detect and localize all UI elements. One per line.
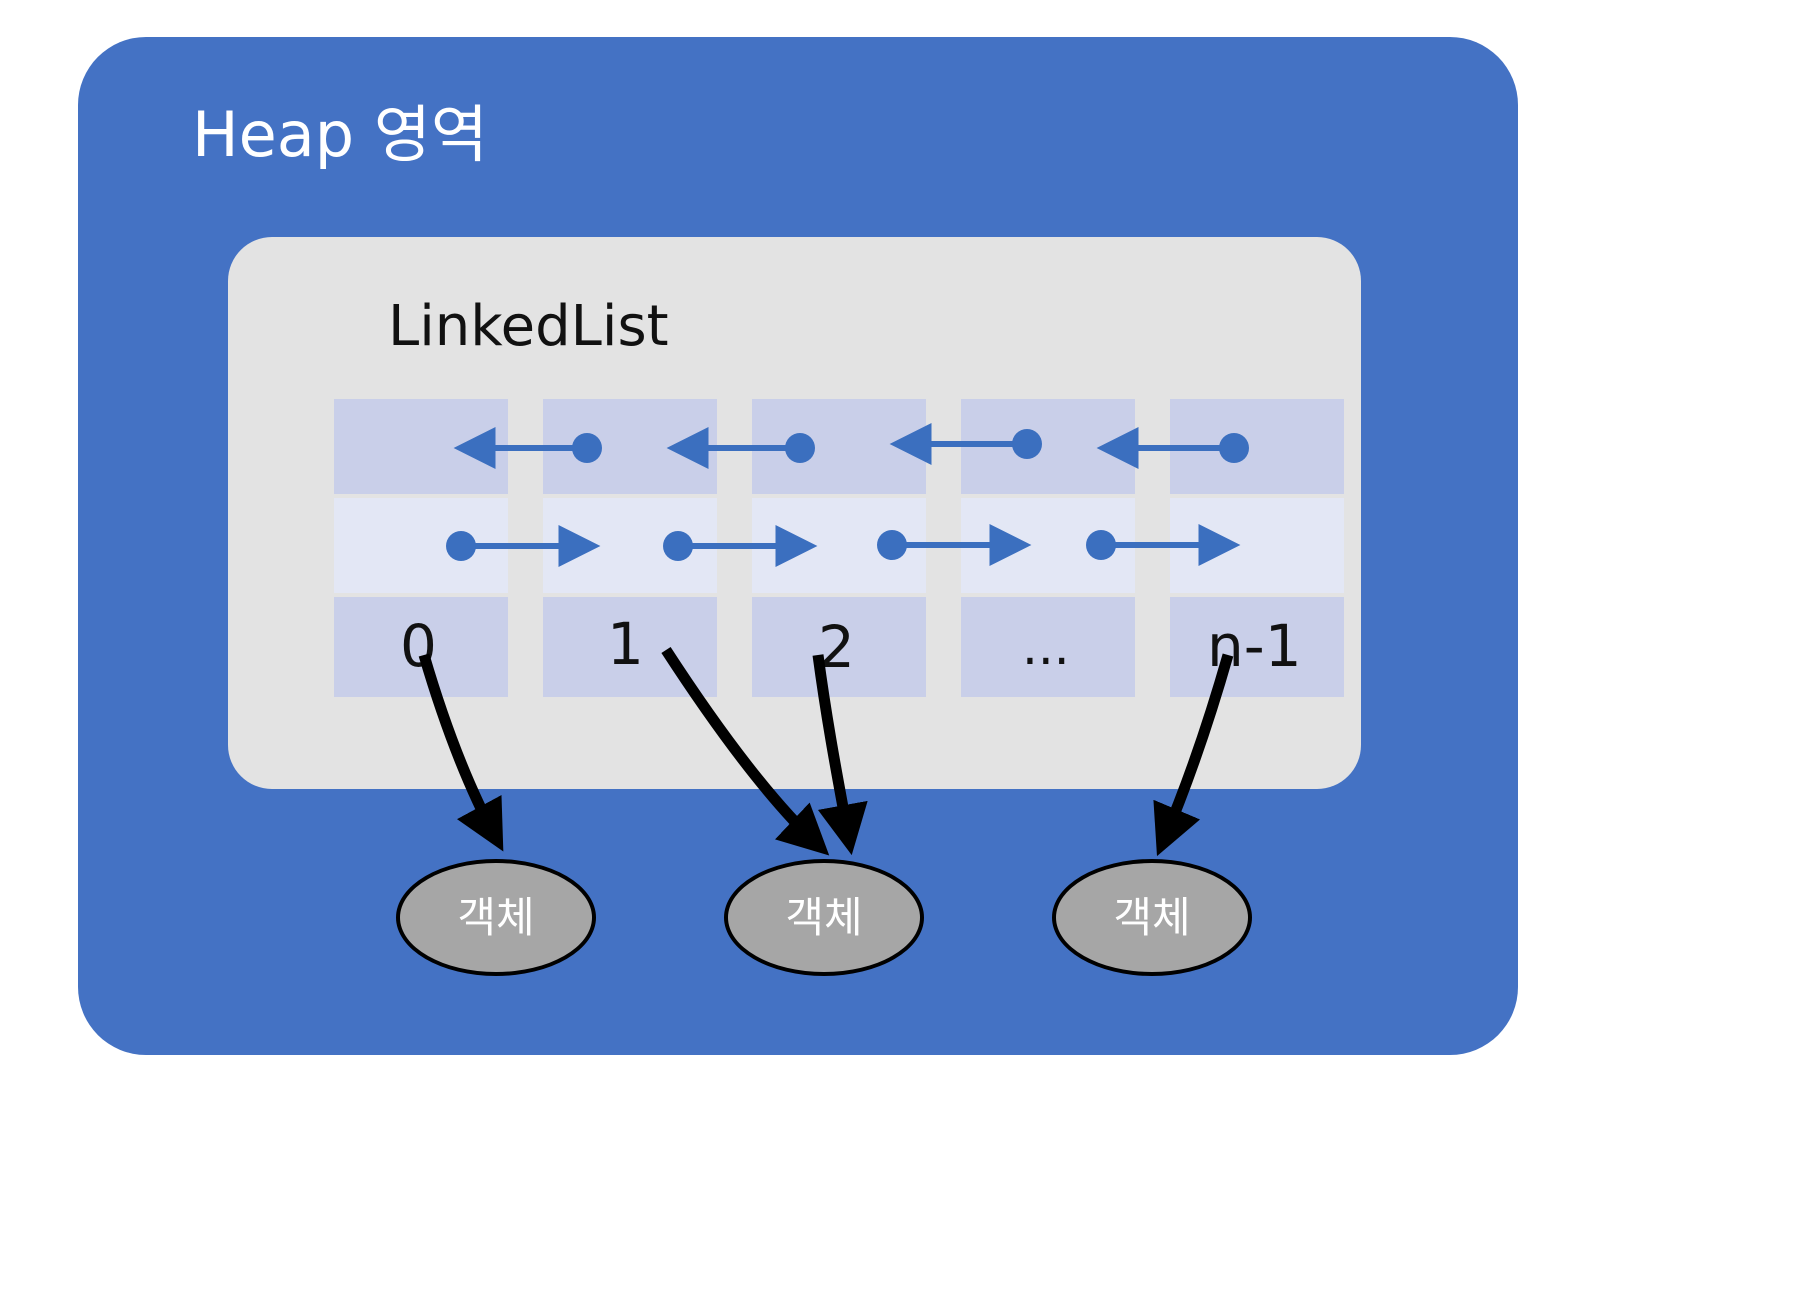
object-label: 객체 [457, 892, 535, 942]
object-ellipse: 객체 [724, 859, 924, 976]
node-prev-cell [961, 399, 1135, 494]
node-index-label-0: 0 [400, 612, 437, 680]
node-next-cell [1170, 498, 1344, 593]
object-ellipse: 객체 [396, 859, 596, 976]
node-next-cell [752, 498, 926, 593]
heap-region-title: Heap 영역 [192, 98, 488, 171]
node-index-label-1: 1 [607, 610, 644, 678]
linkedlist-title: LinkedList [388, 294, 669, 359]
node-prev-cell [543, 399, 717, 494]
node-index-label-2: 2 [818, 613, 855, 681]
node-index-cell [961, 597, 1135, 697]
node-prev-cell [1170, 399, 1344, 494]
node-index-label-n-1: n-1 [1207, 612, 1302, 680]
node-index-label-ellipsis: ... [1022, 618, 1070, 676]
list-node [1170, 399, 1344, 697]
node-prev-cell [752, 399, 926, 494]
node-prev-cell [334, 399, 508, 494]
object-label: 객체 [785, 892, 863, 942]
node-next-cell [334, 498, 508, 593]
node-next-cell [961, 498, 1135, 593]
object-ellipse: 객체 [1052, 859, 1252, 976]
node-next-cell [543, 498, 717, 593]
object-label: 객체 [1113, 892, 1191, 942]
